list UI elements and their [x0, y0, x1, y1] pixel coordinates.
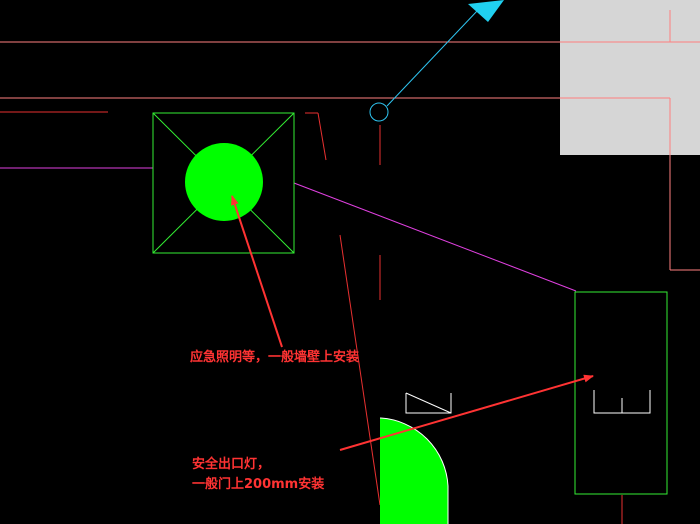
emergency-light-fixture-icon: [152, 112, 295, 254]
exit-light-annotation-line1: 安全出口灯，: [192, 457, 271, 472]
wall-lines: [0, 10, 700, 271]
exit-light-arrow: [339, 374, 594, 451]
gray-block: [560, 0, 700, 155]
red-edge-lines: [0, 111, 623, 524]
emergency-light-annotation: 应急照明等，一般墙壁上安装: [190, 350, 360, 365]
exit-light-annotation-line2: 一般门上200mm安装: [192, 477, 325, 492]
exit-sign-fixture-icon: [574, 291, 668, 495]
cyan-marker-icon: [369, 0, 504, 122]
door-swing-icon: [379, 392, 452, 524]
magenta-lines: [0, 167, 577, 292]
emergency-light-arrow: [231, 195, 283, 348]
